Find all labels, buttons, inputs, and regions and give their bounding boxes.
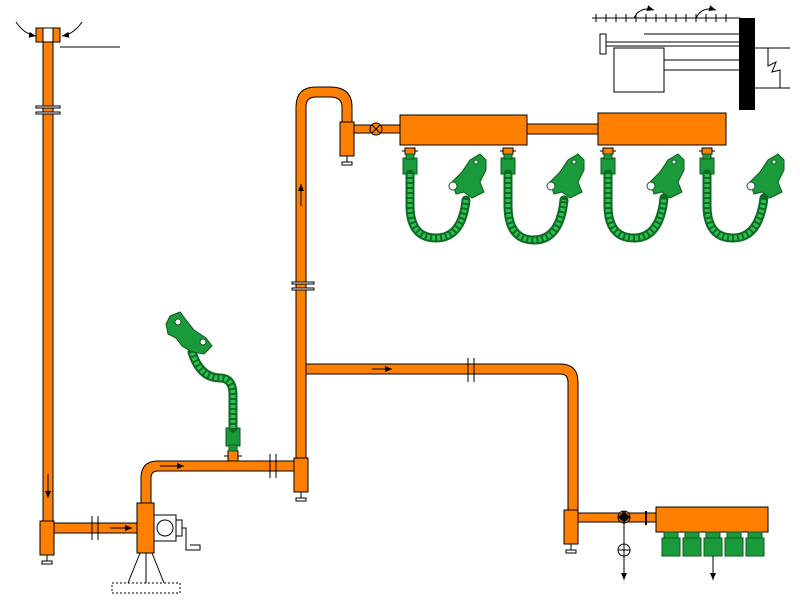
intake-pipe <box>35 41 61 523</box>
air-hose-icon <box>187 347 238 433</box>
air-hose-icon <box>405 169 769 245</box>
air-intake-icon <box>15 21 120 48</box>
ball-valve-icon <box>617 510 631 524</box>
distribution-branch-pipe <box>305 358 579 511</box>
pressure-gauge-icon <box>617 523 631 580</box>
compressor-outlet-pipe <box>140 454 297 504</box>
compressor-inlet-pipe <box>53 516 140 540</box>
lower-header-pipe <box>577 511 657 525</box>
ball-valve-icon <box>369 122 383 136</box>
drain-valve-icon <box>563 509 579 554</box>
drain-valve-icon <box>339 121 355 166</box>
compressor-icon <box>111 502 201 594</box>
quick-coupler-icon <box>661 531 765 580</box>
drain-valve-icon <box>39 520 55 565</box>
drain-valve-icon <box>293 457 309 502</box>
air-tool-icon <box>165 311 213 355</box>
distribution-manifold-icon <box>655 506 769 533</box>
wall-mounted-tank-icon <box>592 5 790 110</box>
air-tool-icon <box>448 153 785 199</box>
distribution-manifold-icon <box>399 112 727 146</box>
quick-coupler-icon <box>224 427 242 462</box>
